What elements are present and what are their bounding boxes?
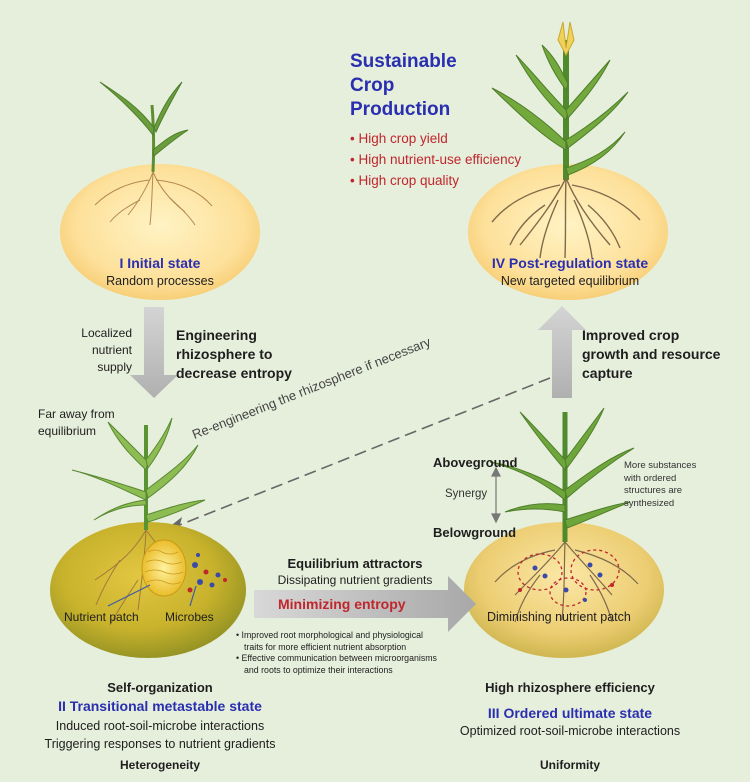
- label-line: Engineering: [176, 327, 257, 343]
- synergy-arrow: [491, 466, 501, 524]
- label-line: growth and resource: [582, 346, 721, 362]
- arrow-down: [130, 307, 178, 398]
- header-title-line-1: Sustainable: [350, 51, 457, 72]
- minimizing-entropy-label: Minimizing entropy: [278, 596, 406, 612]
- state-3-ordered-regions: [517, 549, 620, 607]
- label-line: Improved crop: [582, 327, 680, 343]
- far-from-equilibrium-label: Far away from equilibrium: [38, 406, 115, 440]
- nutrient-patch: [141, 539, 187, 597]
- label-line: decrease entropy: [176, 365, 292, 381]
- middle-bullet-cont: and roots to optimize their interactions: [244, 664, 393, 675]
- belowground-label: Belowground: [433, 525, 517, 540]
- state-3-line: Optimized root-soil-microbe interactions: [459, 724, 681, 738]
- state-4-group: [468, 21, 668, 300]
- state-3-top-label: High rhizosphere efficiency: [485, 680, 655, 695]
- state-3-title: III Ordered ultimate state: [487, 705, 653, 721]
- middle-bullet: • Effective communication between microo…: [236, 653, 437, 663]
- state-3-microbes: [518, 562, 614, 602]
- note-line: synthesized: [624, 497, 675, 509]
- state-2-microbes: [187, 553, 227, 593]
- label-line: Far away from: [38, 407, 115, 421]
- middle-bullets: • Improved root morphological and physio…: [236, 630, 437, 676]
- dissipating-label: Dissipating nutrient gradients: [277, 573, 433, 587]
- label-line: supply: [97, 360, 132, 374]
- down-arrow-right-label: Engineering rhizosphere to decrease entr…: [176, 326, 292, 383]
- down-arrow-left-label: Localized nutrient supply: [40, 325, 132, 376]
- equilibrium-attractors-label: Equilibrium attractors: [287, 556, 423, 571]
- state-2-soil: [50, 522, 246, 658]
- note-line: structures are: [624, 485, 683, 496]
- nutrient-patch-texture: [144, 549, 184, 585]
- state-2-title: II Transitional metastable state: [58, 698, 262, 714]
- microbes-pointer: [189, 585, 197, 607]
- aboveground-label: Aboveground: [433, 455, 518, 470]
- state-4-roots: [491, 177, 641, 259]
- state-3-group: [464, 407, 664, 658]
- note-line: with ordered: [624, 472, 677, 484]
- state-1-soil: [60, 164, 260, 300]
- label-line: nutrient: [91, 343, 132, 357]
- header-bullet: • High crop quality: [350, 173, 460, 188]
- arrow-up: [538, 306, 586, 398]
- state-4-corn-plant: [491, 21, 629, 180]
- header-bullet: • High nutrient-use efficiency: [350, 152, 522, 167]
- state-3-roots: [494, 541, 639, 623]
- state-1-title: I Initial state: [119, 255, 201, 271]
- synergy-label: Synergy: [445, 488, 488, 500]
- state-2-line: Triggering responses to nutrient gradien…: [44, 737, 276, 751]
- state-2-lines: Induced root-soil-microbe interactions T…: [10, 717, 310, 753]
- state-4-subtitle: New targeted equilibrium: [500, 274, 640, 288]
- state-2-line: Induced root-soil-microbe interactions: [55, 719, 265, 733]
- note-line: More substances: [624, 460, 697, 471]
- state-1-group: [60, 81, 260, 300]
- state-4-soil: [468, 164, 668, 300]
- up-arrow-label: Improved crop growth and resource captur…: [582, 326, 720, 383]
- state-3-side-note: More substances with ordered structures …: [624, 460, 696, 510]
- state-2-top-label: Self-organization: [107, 680, 213, 695]
- state-2-corn-plant: [71, 417, 206, 530]
- microbes-label: Microbes: [165, 610, 214, 624]
- state-1-subtitle: Random processes: [106, 274, 214, 288]
- header-title: Sustainable Crop Production: [350, 50, 457, 122]
- label-line: Localized: [81, 326, 132, 340]
- header-title-line-2: Crop: [350, 75, 395, 96]
- label-line: capture: [582, 365, 633, 381]
- minimizing-entropy-arrow: [254, 576, 476, 632]
- state-2-group: [50, 417, 246, 658]
- state-1-roots: [94, 171, 213, 226]
- diminishing-patch-label: Diminishing nutrient patch: [487, 610, 631, 624]
- label-line: rhizosphere to: [176, 346, 273, 362]
- state-1-seedling: [99, 81, 189, 173]
- middle-bullet-cont: traits for more efficient nutrient absor…: [244, 641, 407, 652]
- state-3-corn-plant: [489, 407, 635, 542]
- nutrient-patch-pointer: [107, 584, 151, 607]
- label-line: equilibrium: [38, 424, 97, 438]
- state-3-bottom-label: Uniformity: [540, 758, 600, 772]
- nutrient-patch-label: Nutrient patch: [64, 610, 139, 624]
- state-2-bottom-label: Heterogeneity: [119, 758, 201, 772]
- middle-bullet: • Improved root morphological and physio…: [236, 630, 423, 640]
- header-bullets: • High crop yield • High nutrient-use ef…: [350, 128, 521, 191]
- state-4-title: IV Post-regulation state: [491, 255, 649, 271]
- header-title-line-3: Production: [350, 99, 451, 120]
- header-bullet: • High crop yield: [350, 131, 448, 146]
